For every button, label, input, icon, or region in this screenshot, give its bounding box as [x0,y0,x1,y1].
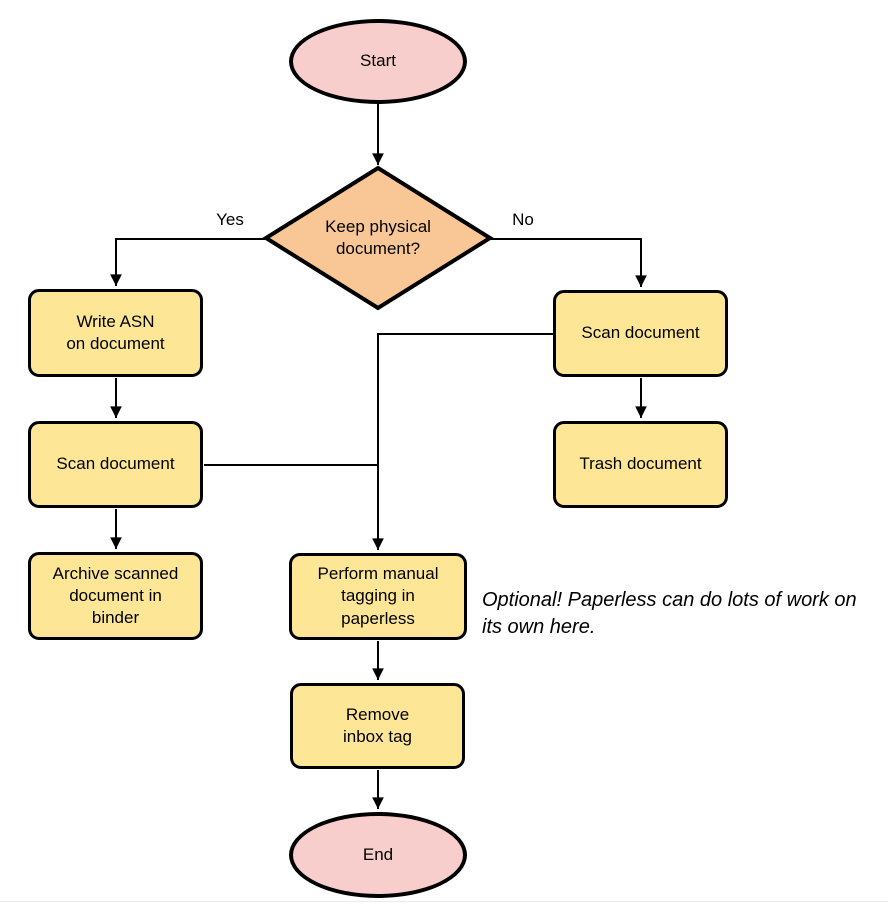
trash-document-node-label: Trash document [579,454,702,474]
manual-tagging-node-label: Perform manual tagging in paperless [317,564,439,628]
write-asn-node-label: Write ASN on document [66,311,165,353]
decision-node-label: Keep physical document? [325,216,431,258]
optional-note: Optional! Paperless can do lots of work … [482,589,857,638]
edge-decision-no-to-scan-discard [491,238,647,287]
end-node: End [289,812,467,898]
remove-inbox-tag-node-label: Remove inbox tag [343,704,412,746]
scan-document-keep-node: Scan document [28,421,203,508]
edge-decision-yes-to-write-asn [110,238,265,286]
scan-document-discard-node: Scan document [553,290,728,377]
archive-node-label: Archive scanned document in binder [52,563,179,628]
edge-label-no: No [512,210,534,229]
remove-inbox-tag-node: Remove inbox tag [290,683,465,769]
end-node-label: End [362,844,394,864]
bottom-divider [0,901,888,902]
write-asn-node: Write ASN on document [28,289,203,377]
edge-label-yes: Yes [216,210,244,229]
manual-tagging-node: Perform manual tagging in paperless [289,553,467,640]
scan-document-keep-node-label: Scan document [56,454,175,474]
trash-document-node: Trash document [553,421,728,508]
start-node: Start [289,19,467,104]
decision-node: Keep physical document? [266,170,490,306]
edge-scan-discard-to-tagging [372,333,553,550]
start-node-label: Start [360,51,396,71]
decision-diamond-shape [262,165,494,311]
archive-node: Archive scanned document in binder [28,552,203,640]
scan-document-discard-node-label: Scan document [581,323,700,343]
